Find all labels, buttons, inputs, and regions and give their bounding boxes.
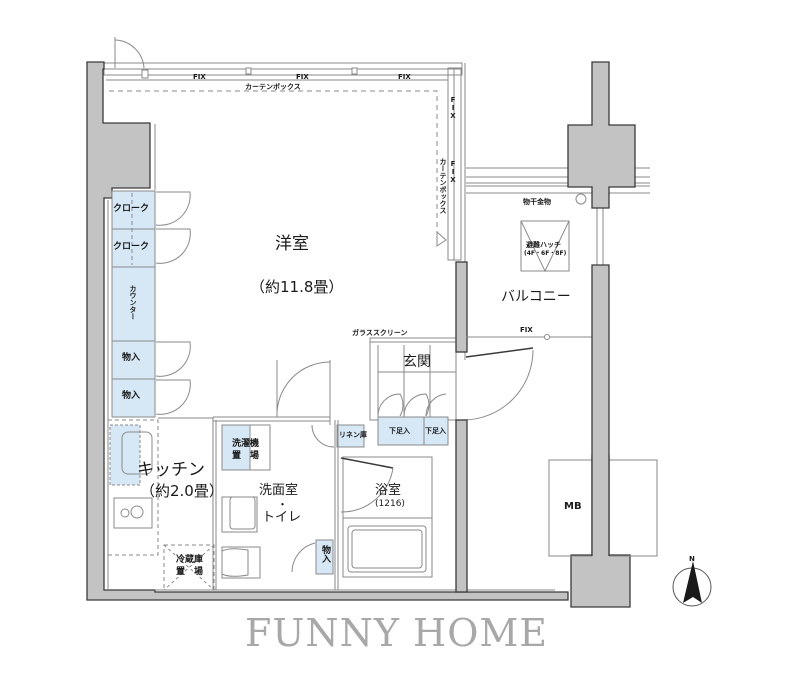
north-arrow-icon [672,561,712,607]
brand-watermark: FUNNY HOME [245,611,548,655]
bathroom-name: 浴室 [375,483,402,498]
counter-label: カウンター [129,285,137,320]
upper-pillar [567,61,636,209]
closet-1-label: 物入 [122,353,141,363]
entrance-wall-lower [455,419,468,593]
shoe-cabinet-1-label: 下足入 [389,427,410,435]
kitchen-size: （約2.0畳） [140,482,224,500]
washroom-dot: ・ [277,498,288,511]
cloak-2-label: クローク [113,242,150,252]
storage-closet-2 [111,378,156,418]
fix-label-top-2: FIX [296,73,309,81]
fix-label-balcony: FIX [520,326,533,334]
closet-2-label: 物入 [122,391,141,401]
glass-screen-label: ガラススクリーン [352,329,408,337]
compass-north-label: N [689,555,695,563]
fix-label-top-3: FIX [398,73,411,81]
meter-box-label: MB [564,501,582,512]
laundry-space-line1: 洗濯機 [232,439,260,449]
laundry-hardware-label: 物干金物 [523,198,551,206]
linen-closet [336,424,365,448]
fridge-space-line1: 冷蔵庫 [176,555,204,565]
kitchen-name: キッチン [137,460,205,480]
curtain-box-right-label: カーテンボックス [439,158,447,214]
washroom-name: 洗面室 [259,483,299,498]
escape-hatch-floors: (4F・6F・8F) [524,250,567,257]
western-room-size: （約11.8畳） [250,278,344,296]
fix-label-right-2: FIX [449,160,457,184]
bath-closet-label: 物入 [320,545,330,563]
fix-label-top-1: FIX [193,73,206,81]
fridge-space-line2: 置 場 [176,567,204,577]
fix-label-right-1: FIX [449,96,457,120]
lower-right-wall [570,264,631,608]
bathroom [342,456,433,578]
shoe-cabinet-2-label: 下足入 [425,427,446,435]
shoe-cabinet-1 [377,416,425,446]
cloak-1-label: クローク [113,204,150,214]
storage-closet-1 [111,340,156,380]
entrance-wall-upper [455,261,468,353]
fridge-space [163,544,215,591]
bath-closet [315,539,334,575]
storage-cloak-2 [111,228,156,268]
curtain-box-top-label: カーテンボックス [245,83,301,91]
storage-cloak-1 [111,190,156,230]
western-room-name: 洋室 [275,234,309,254]
storage-counter [111,266,156,342]
toilet-name: トイレ [262,510,302,525]
escape-hatch-label: 避難ハッチ [526,241,561,249]
shoe-cabinet-2 [423,416,449,446]
left-wall [86,61,569,601]
bathroom-size: (1216) [375,499,405,509]
laundry-space-line2: 置 場 [232,451,260,461]
balcony-name: バルコニー [501,289,571,305]
linen-closet-label: リネン庫 [339,431,367,439]
entrance-name: 玄関 [403,354,431,370]
